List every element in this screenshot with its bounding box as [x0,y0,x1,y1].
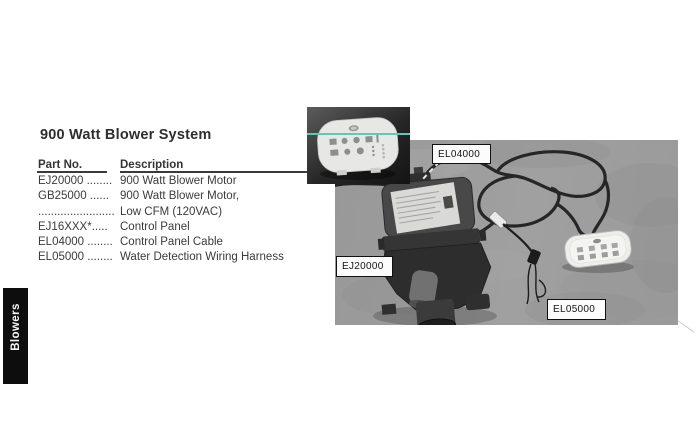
table-row: EL04000 ........ Control Panel Cable [38,235,338,250]
part-number-cell: EJ16XXX*..... [38,220,108,233]
part-number-cell: EL05000 ........ [38,251,113,264]
page-title: 900 Watt Blower System [40,127,212,143]
part-label-el05000: EL05000 [547,299,606,320]
table-row: EJ16XXX*..... Control Panel [38,220,338,235]
inset-photo-graphic [307,117,410,180]
product-photo-graphic [335,140,678,325]
part-number-cell: ........................ [38,205,115,218]
part-label-el04000: EL04000 [432,144,491,164]
column-header-description: Description [120,159,184,171]
harness-graphic [502,223,547,305]
description-cell: Low CFM (120VAC) [120,205,223,218]
description-cell: Water Detection Wiring Harness [120,251,284,264]
side-tab-blowers: Blowers [3,288,28,384]
control-panel-inset-photo [307,107,410,184]
blower-motor-graphic [377,166,492,325]
table-row: ........................ Low CFM (120VAC… [38,205,338,220]
description-cell: 900 Watt Blower Motor [120,175,237,187]
part-label-ej20000: EJ20000 [336,256,393,277]
table-row: GB25000 ...... 900 Watt Blower Motor, [38,189,338,204]
header-underline-description [120,171,309,173]
part-number-cell: EJ20000 ........ [38,175,113,187]
description-cell: Control Panel [120,220,190,233]
highlight-line [307,133,410,135]
description-cell: 900 Watt Blower Motor, [120,190,240,203]
control-panel-graphic [564,230,632,268]
product-photo: EL04000 EJ20000 EL05000 [335,140,678,325]
parts-table: EJ20000 ........ 900 Watt Blower Motor G… [38,174,338,266]
part-number-cell: GB25000 ...... [38,190,109,203]
description-cell: Control Panel Cable [120,236,223,249]
scan-artifact [677,320,695,333]
table-row: EL05000 ........ Water Detection Wiring … [38,250,338,265]
header-underline-part [37,171,107,173]
part-number-cell: EL04000 ........ [38,236,113,249]
side-tab-label: Blowers [9,303,22,351]
column-header-part-no: Part No. [38,159,83,171]
inset-control-panel-graphic [317,117,399,176]
label-leader-line [421,161,440,181]
table-row: EJ20000 ........ 900 Watt Blower Motor [38,174,338,189]
